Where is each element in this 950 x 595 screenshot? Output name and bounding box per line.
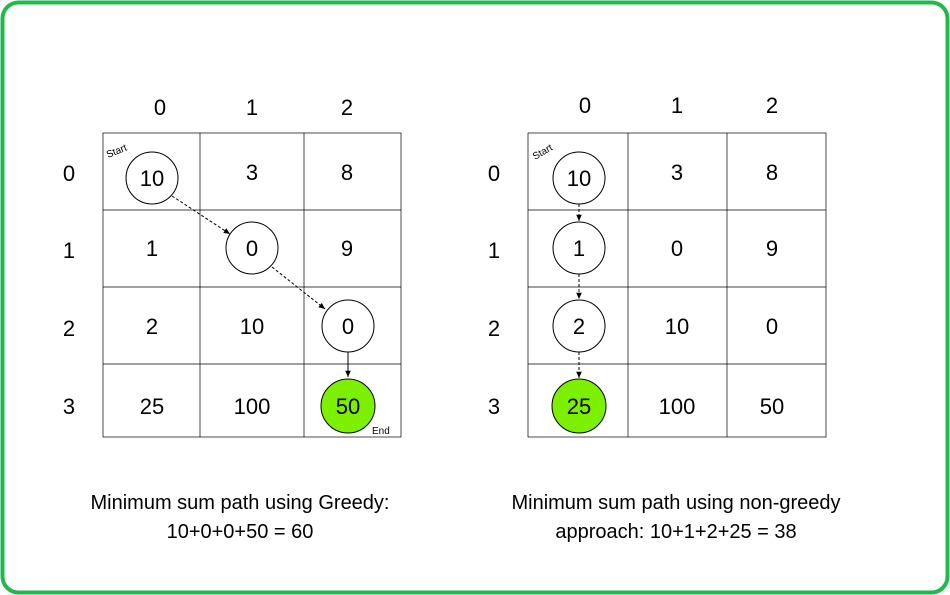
cell-value: 3 [246,160,258,185]
col-header: 0 [579,93,591,118]
cell-value: 50 [336,394,360,419]
grid-lines [102,132,402,438]
cell-value: 1 [146,236,158,261]
cell-value: 0 [671,236,683,261]
row-header: 0 [488,161,500,186]
col-header: 2 [766,93,778,118]
path-arrow [271,266,326,310]
greedy-grid: 0 1 2 0 1 2 3 10 3 8 1 0 9 2 [63,95,402,543]
cell-value: 1 [573,236,585,261]
col-header: 1 [246,95,258,120]
col-header: 0 [154,95,166,120]
cell-value: 2 [146,314,158,339]
cell-value: 3 [671,160,683,185]
cell-value: 10 [140,166,164,191]
cell-value: 0 [246,236,258,261]
cell-value: 100 [659,394,696,419]
cell-value: 9 [341,236,353,261]
cell-value: 25 [567,394,591,419]
cell-value: 25 [140,394,164,419]
end-label: End [372,426,390,437]
end-node [551,378,607,434]
cell-value: 8 [766,160,778,185]
caption-line-1: Minimum sum path using Greedy: [90,492,389,514]
cell-value: 8 [341,160,353,185]
cell-value: 0 [342,314,354,339]
row-header: 2 [63,316,75,341]
path-arrow [171,195,231,235]
cell-value: 10 [240,314,264,339]
cell-value: 10 [567,166,591,191]
row-header: 1 [488,238,500,263]
col-header: 1 [671,93,683,118]
row-header: 1 [63,238,75,263]
end-node [320,378,376,434]
grid-lines [527,132,827,438]
row-header: 0 [63,161,75,186]
row-header: 3 [63,394,75,419]
caption-line-2: approach: 10+1+2+25 = 38 [555,521,796,543]
col-header: 2 [341,95,353,120]
row-header: 3 [488,394,500,419]
path-node [225,221,279,275]
cell-value: 10 [665,314,689,339]
path-node [125,151,179,205]
cell-value: 50 [760,394,784,419]
non-greedy-grid: 0 1 2 0 1 2 3 10 3 8 1 0 9 2 [488,93,841,543]
row-header: 2 [488,316,500,341]
cell-value: 2 [573,314,585,339]
caption-line-1: Minimum sum path using non-greedy [511,492,840,514]
cell-value: 100 [234,394,271,419]
cell-value: 0 [766,314,778,339]
caption-line-2: 10+0+0+50 = 60 [167,521,314,543]
cell-value: 9 [766,236,778,261]
